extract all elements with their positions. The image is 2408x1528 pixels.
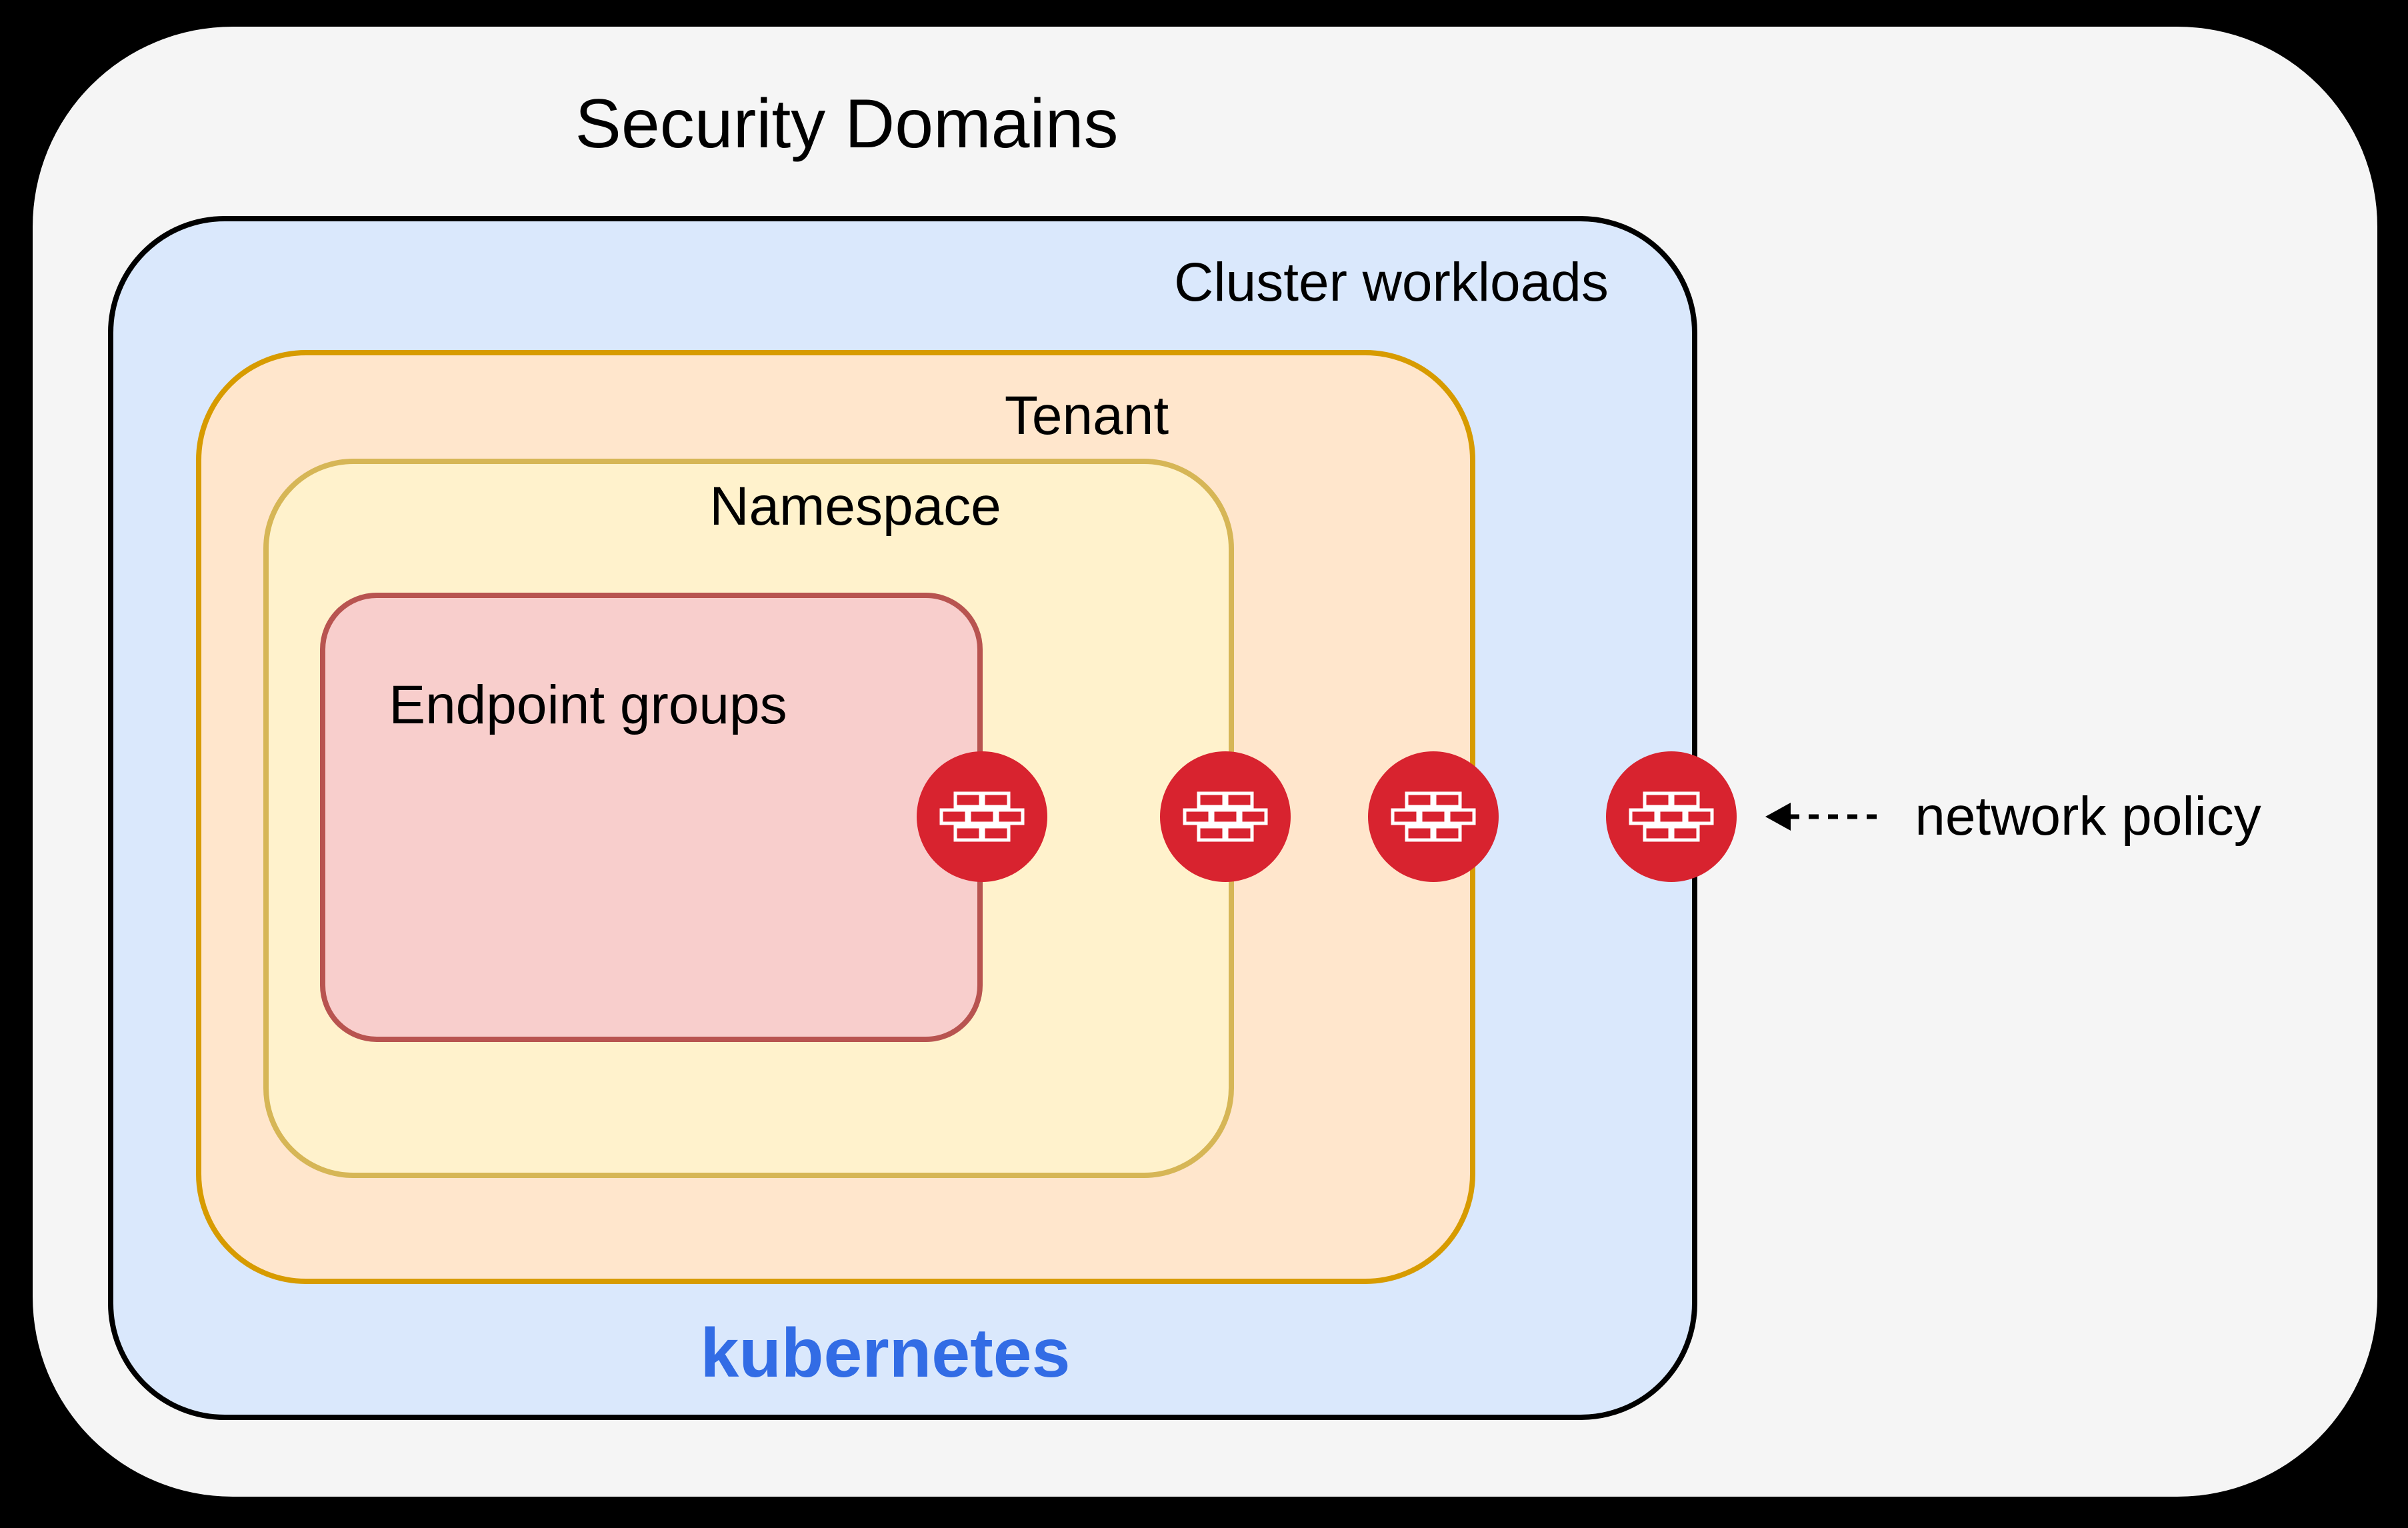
firewall-icon [1606, 751, 1737, 882]
kubernetes-label: kubernetes [700, 1315, 1071, 1392]
brick-wall-icon [1391, 791, 1476, 842]
firewall-icon [1368, 751, 1499, 882]
dashed-arrow-icon [1765, 803, 1881, 831]
domain-label-namespace: Namespace [709, 476, 1001, 537]
brick-wall-icon [1183, 791, 1268, 842]
firewall-icon [917, 751, 1047, 882]
network-policy-label: network policy [1915, 786, 2261, 847]
domain-label-tenant: Tenant [1004, 385, 1169, 446]
domain-endpoint-groups [320, 593, 983, 1042]
domain-label-cluster-workloads: Cluster workloads [1174, 252, 1609, 313]
brick-wall-icon [1629, 791, 1714, 842]
brick-wall-icon [939, 791, 1025, 842]
firewall-icon [1160, 751, 1291, 882]
domain-label-endpoint-groups: Endpoint groups [389, 675, 787, 735]
page-title: Security Domains [575, 85, 1119, 163]
